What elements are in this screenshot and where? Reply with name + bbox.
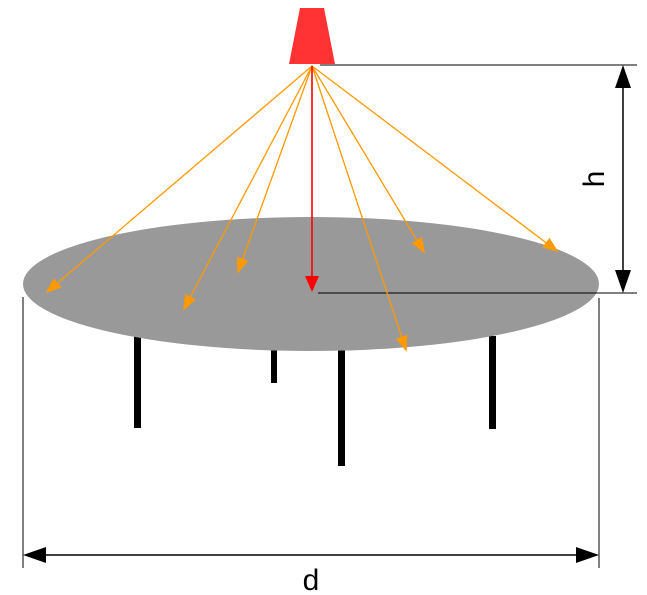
- table-leg-front: [338, 350, 345, 466]
- table-leg-left: [134, 336, 141, 428]
- ray-inner-right: [311, 65, 426, 254]
- diameter-label: d: [303, 564, 320, 595]
- light-rays: [45, 65, 559, 352]
- table-leg-right: [489, 336, 496, 429]
- ray-front: [311, 65, 408, 352]
- ray-left: [183, 65, 313, 311]
- diameter-arrow-left-icon: [23, 547, 46, 563]
- table-leg-back: [271, 348, 277, 383]
- lamp-icon: [289, 8, 335, 64]
- height-label: h: [578, 171, 611, 188]
- height-arrow-up-icon: [615, 65, 631, 88]
- table-top-icon: [23, 217, 599, 351]
- height-arrow-down-icon: [615, 270, 631, 293]
- ray-far-right: [311, 65, 559, 253]
- ray-far-left: [45, 65, 313, 294]
- diameter-arrow-right-icon: [576, 547, 599, 563]
- ray-inner-left: [237, 65, 313, 274]
